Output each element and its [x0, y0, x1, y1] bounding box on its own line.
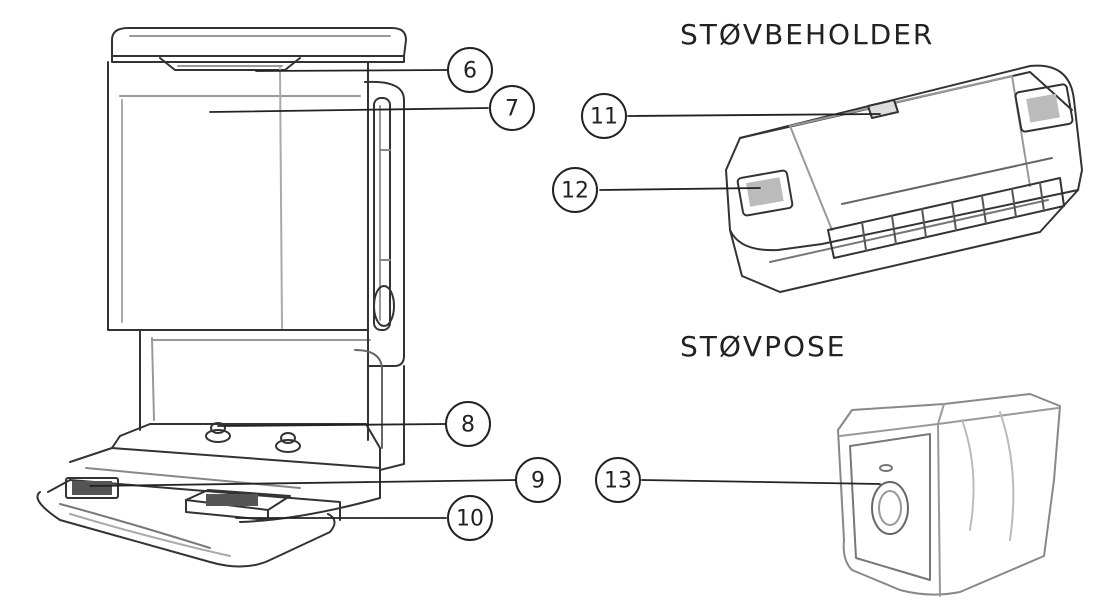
dust-container [725, 64, 1083, 293]
dust-bag [837, 393, 1061, 597]
callout-circle-9 [515, 457, 561, 503]
callout-label-11: 11 [590, 105, 618, 130]
callout-label-12: 12 [561, 179, 589, 204]
callout-circle-6 [447, 47, 493, 93]
docking-station [36, 27, 407, 568]
heading-dust-container: STØVBEHOLDER [680, 18, 935, 51]
callout-label-8: 8 [461, 413, 475, 438]
callout-label-9: 9 [531, 469, 545, 494]
callout-circle-8 [445, 401, 491, 447]
leader-lines [89, 69, 881, 519]
callout-circle-7 [489, 85, 535, 131]
callout-circle-10 [447, 495, 493, 541]
callout-label-13: 13 [604, 469, 632, 494]
callout-label-10: 10 [456, 507, 484, 532]
callout-label-6: 6 [463, 59, 477, 84]
callout-circle-12 [552, 167, 598, 213]
callout-label-7: 7 [505, 97, 519, 122]
callout-circle-11 [581, 93, 627, 139]
callout-circle-13 [595, 457, 641, 503]
heading-dust-bag: STØVPOSE [680, 330, 847, 363]
